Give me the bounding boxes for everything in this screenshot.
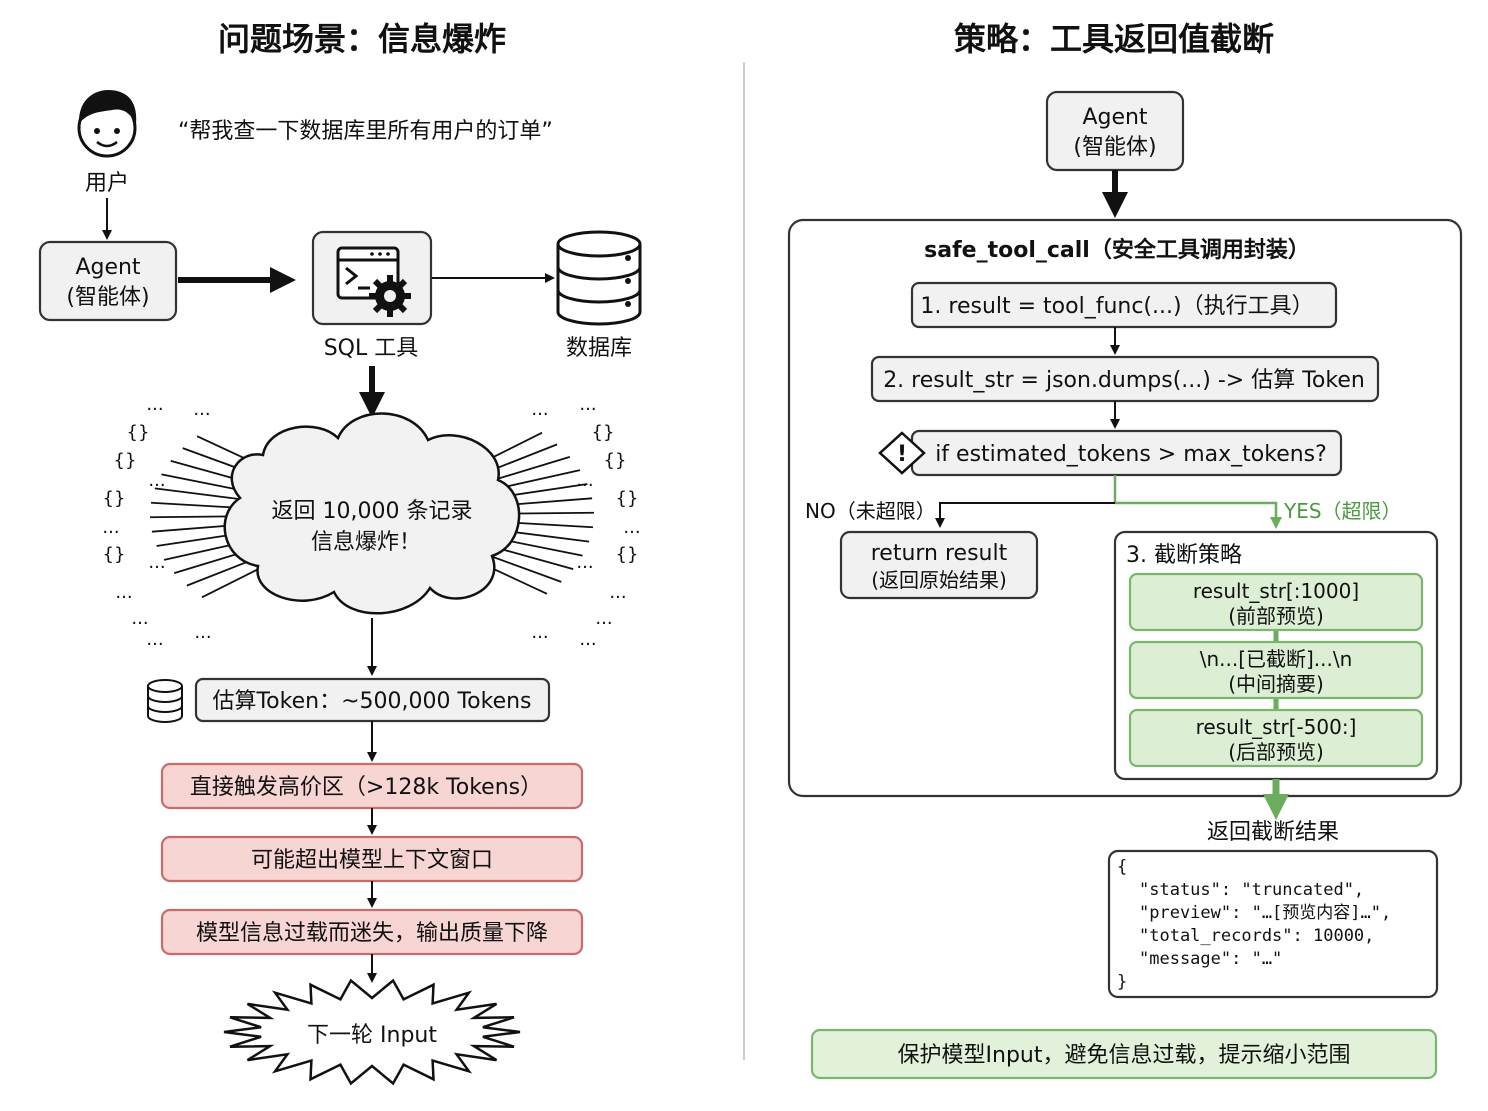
brace-mark: {} bbox=[114, 450, 137, 471]
json-line2: "preview": "…[预览内容]…", bbox=[1139, 903, 1391, 923]
user-quote: “帮我查一下数据库里所有用户的订单” bbox=[178, 119, 553, 144]
step1-box bbox=[910, 281, 1338, 329]
seg1-line1: result_str[:1000] bbox=[1193, 579, 1359, 603]
dots-mark: ... bbox=[531, 399, 548, 420]
brace-mark: {} bbox=[616, 544, 639, 565]
json-line3: "total_records": 10000, bbox=[1139, 926, 1374, 946]
warning-diamond-icon bbox=[878, 431, 926, 475]
json-line4: "message": "…" bbox=[1139, 949, 1282, 969]
dots-mark: ... bbox=[148, 470, 165, 491]
truncate-title: 3. 截断策略 bbox=[1126, 543, 1242, 568]
return-result-box bbox=[839, 530, 1039, 600]
token-estimate: 估算Token：~500,000 Tokens bbox=[212, 689, 531, 714]
wrapper-title: safe_tool_call（安全工具调用封装） bbox=[924, 237, 1310, 263]
consequence-1: 直接触发高价区（>128k Tokens） bbox=[190, 775, 542, 800]
json-line1: "status": "truncated", bbox=[1139, 880, 1364, 900]
segment-back-box bbox=[1128, 708, 1424, 768]
dots-mark: ... bbox=[148, 552, 165, 573]
seg1-line2: (前部预览) bbox=[1228, 604, 1324, 628]
dots-mark: ... bbox=[609, 582, 626, 603]
explosion-ray bbox=[480, 551, 562, 583]
dots-mark: ... bbox=[576, 470, 593, 491]
segment-middle-box bbox=[1128, 640, 1424, 700]
step2-text: 2. result_str = json.dumps(...) -> 估算 To… bbox=[883, 368, 1365, 393]
dots-mark: ... bbox=[146, 394, 163, 415]
return-line2: (返回原始结果) bbox=[871, 568, 1007, 592]
dots-mark: ... bbox=[623, 517, 640, 538]
warning-mark: ! bbox=[897, 442, 907, 467]
decision-text: if estimated_tokens > max_tokens? bbox=[935, 442, 1327, 467]
right-agent-line2: (智能体) bbox=[1073, 135, 1156, 160]
dots-mark: ... bbox=[579, 629, 596, 650]
dots-mark: ... bbox=[531, 622, 548, 643]
user-icon bbox=[77, 90, 137, 158]
result-label: 返回截断结果 bbox=[1207, 820, 1339, 845]
next-input-starburst bbox=[223, 978, 521, 1086]
right-title: 策略：工具返回值截断 bbox=[954, 20, 1274, 58]
cloud-line1: 返回 10,000 条记录 bbox=[272, 499, 473, 524]
explosion-ray bbox=[154, 487, 247, 501]
user-label: 用户 bbox=[85, 171, 129, 196]
arrow-no-branch bbox=[935, 502, 1115, 528]
brace-mark: {} bbox=[103, 544, 126, 565]
no-label: NO（未超限） bbox=[805, 499, 936, 523]
json-close: } bbox=[1117, 972, 1127, 992]
step2-box bbox=[870, 355, 1380, 403]
terminal-gear-icon bbox=[336, 246, 411, 317]
next-input-label: 下一轮 Input bbox=[307, 1023, 437, 1048]
explosion-ray bbox=[150, 501, 245, 509]
dots-mark: ... bbox=[102, 517, 119, 538]
seg3-line2: (后部预览) bbox=[1228, 740, 1324, 764]
step1-text: 1. result = tool_func(...)（执行工具） bbox=[920, 294, 1313, 319]
dots-mark: ... bbox=[193, 399, 210, 420]
segment-front-box bbox=[1128, 572, 1424, 632]
left-title: 问题场景：信息爆炸 bbox=[218, 20, 506, 58]
left-agent-box bbox=[38, 240, 178, 322]
brace-mark: {} bbox=[616, 488, 639, 509]
json-open: { bbox=[1117, 857, 1127, 877]
brace-mark: {} bbox=[127, 422, 150, 443]
database-label: 数据库 bbox=[566, 336, 632, 361]
consequence-2: 可能超出模型上下文窗口 bbox=[251, 848, 493, 873]
brace-mark: {} bbox=[592, 422, 615, 443]
json-result-box bbox=[1107, 849, 1439, 999]
arrow-yes-branch bbox=[1115, 501, 1282, 529]
dots-mark: ... bbox=[115, 582, 132, 603]
seg2-line1: \n...[已截断]...\n bbox=[1200, 647, 1353, 671]
dots-mark: ... bbox=[194, 622, 211, 643]
dots-mark: ... bbox=[131, 608, 148, 629]
database-icon bbox=[556, 230, 642, 326]
yes-label: YES（超限） bbox=[1283, 499, 1402, 523]
footer-text: 保护模型Input，避免信息过载，提示缩小范围 bbox=[898, 1043, 1351, 1068]
explosion-cloud bbox=[223, 412, 521, 615]
left-agent-line1: Agent bbox=[75, 255, 140, 280]
right-agent-line1: Agent bbox=[1082, 105, 1147, 130]
dots-mark: ... bbox=[579, 394, 596, 415]
sql-tool-label: SQL 工具 bbox=[324, 336, 419, 361]
database-small-icon bbox=[147, 679, 183, 723]
explosion-ray bbox=[485, 456, 571, 484]
brace-mark: {} bbox=[103, 488, 126, 509]
consequence-3: 模型信息过载而迷失，输出质量下降 bbox=[196, 921, 548, 946]
cloud-line2: 信息爆炸！ bbox=[311, 530, 421, 555]
seg2-line2: (中间摘要) bbox=[1228, 672, 1324, 696]
seg3-line1: result_str[-500:] bbox=[1196, 715, 1357, 739]
left-agent-line2: (智能体) bbox=[66, 285, 149, 310]
dots-mark: ... bbox=[576, 552, 593, 573]
brace-mark: {} bbox=[604, 450, 627, 471]
return-line1: return result bbox=[871, 541, 1008, 566]
dots-mark: ... bbox=[146, 629, 163, 650]
footer-box bbox=[810, 1028, 1438, 1080]
dots-mark: ... bbox=[595, 608, 612, 629]
